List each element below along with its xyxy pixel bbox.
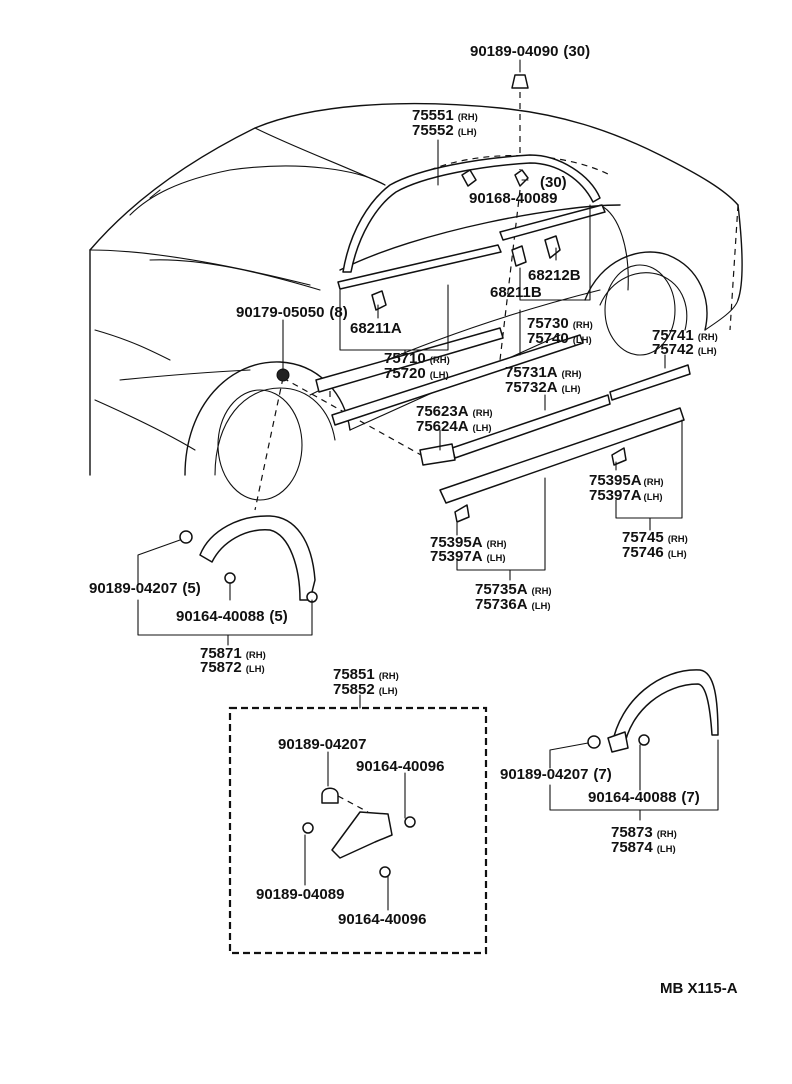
label-75735a: 75735A(RH) [475, 581, 552, 598]
label-75624a: 75624A(LH) [416, 418, 492, 435]
label-75731a: 75731A(RH) [505, 364, 582, 381]
front-mudguard [179, 515, 318, 603]
label-68212b: 68212B [528, 267, 581, 284]
belt-molding-rear [499, 204, 606, 241]
quarter-molding [609, 364, 691, 401]
roof-drip-molding [342, 154, 601, 273]
rocker-molding-upper [419, 394, 611, 466]
label-75874: 75874(LH) [611, 839, 676, 856]
label-75710: 75710(RH) [384, 350, 450, 367]
label-90164-40088-rear: 90164-40088(7) [588, 789, 700, 806]
label-90164-40096-upper: 90164-40096 [356, 758, 444, 775]
label-75745: 75745(RH) [622, 529, 688, 546]
label-75552: 75552(LH) [412, 122, 477, 139]
label-90189-04207-rear: 90189-04207(7) [500, 766, 612, 783]
label-68211b: 68211B [490, 284, 542, 301]
label-75741: 75741(RH) [652, 327, 718, 344]
label-75720: 75720(LH) [384, 365, 449, 382]
label-75871: 75871(RH) [200, 645, 266, 662]
label-90164-40088-front: 90164-40088(5) [176, 608, 288, 625]
label-90189-04207-front: 90189-04207(5) [89, 580, 201, 597]
figure-code: MB X115-A [660, 980, 738, 997]
door-side-molding-front [315, 327, 504, 393]
belt-molding-front [337, 244, 502, 290]
label-75395a-lower: 75395A(RH) [430, 534, 507, 551]
label-90164-40096-lower: 90164-40096 [338, 911, 426, 928]
label-75732a: 75732A(LH) [505, 379, 581, 396]
label-90168-40089: 90168-40089 [469, 190, 557, 207]
label-leaders [137, 59, 719, 911]
door-side-molding-rear [331, 334, 584, 426]
label-75395a-right: 75395A(RH) [589, 472, 664, 489]
label-75851: 75851(RH) [333, 666, 399, 683]
label-75730: 75730(RH) [527, 315, 593, 332]
label-68211a: 68211A [350, 320, 402, 337]
label-75740: 75740(LH) [527, 330, 592, 347]
label-90189-04089: 90189-04089 [256, 886, 344, 903]
label-clip-qty-30: (30) [540, 174, 567, 191]
label-90189-04207-box: 90189-04207 [278, 736, 366, 753]
label-75852: 75852(LH) [333, 681, 398, 698]
label-75742: 75742(LH) [652, 341, 717, 358]
label-75397a-right: 75397A(LH) [589, 487, 663, 504]
label-75872: 75872(LH) [200, 659, 265, 676]
label-90179-05050: 90179-05050(8) [236, 304, 348, 321]
label-75623a: 75623A(RH) [416, 403, 493, 420]
label-75397a-lower: 75397A(LH) [430, 548, 506, 565]
seal-detail-box [228, 706, 488, 955]
label-75746: 75746(LH) [622, 544, 687, 561]
label-75873: 75873(RH) [611, 824, 677, 841]
rocker-panel-molding [439, 407, 685, 504]
car-body-outline [89, 102, 743, 501]
part-labels: 90189-04090(30) 75551(RH) 75552(LH) (30)… [89, 43, 738, 997]
label-75736a: 75736A(LH) [475, 596, 551, 613]
label-75551: 75551(RH) [412, 107, 478, 124]
label-90189-04090: 90189-04090(30) [470, 43, 590, 60]
rear-mudguard [587, 669, 719, 753]
